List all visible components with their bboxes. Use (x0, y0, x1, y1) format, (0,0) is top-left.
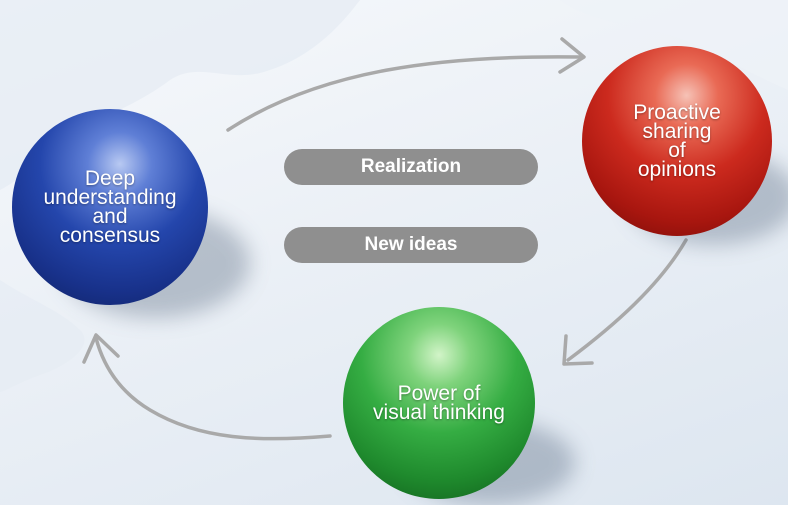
node-proactive-sharing: Proactive sharing of opinions (582, 46, 772, 236)
realization-pill: Realization (284, 149, 538, 185)
arrowhead-green-to-blue (82, 333, 120, 364)
arrowhead-red-to-green (562, 334, 594, 366)
new-ideas-pill: New ideas (284, 227, 538, 263)
arrow-red-to-green (566, 238, 688, 362)
node-proactive-sharing-label: Proactive sharing of opinions (633, 101, 721, 181)
node-deep-understanding: Deep understanding and consensus (12, 109, 208, 305)
node-visual-thinking: Power of visual thinking (343, 307, 535, 499)
node-visual-thinking-label: Power of visual thinking (373, 382, 505, 424)
realization-label: Realization (360, 156, 462, 177)
arrow-green-to-blue (94, 336, 332, 441)
arrowhead-blue-to-red (558, 37, 586, 74)
new-ideas-label: New ideas (364, 234, 458, 255)
arrow-blue-to-red (226, 55, 582, 132)
node-deep-understanding-label: Deep understanding and consensus (43, 167, 177, 247)
